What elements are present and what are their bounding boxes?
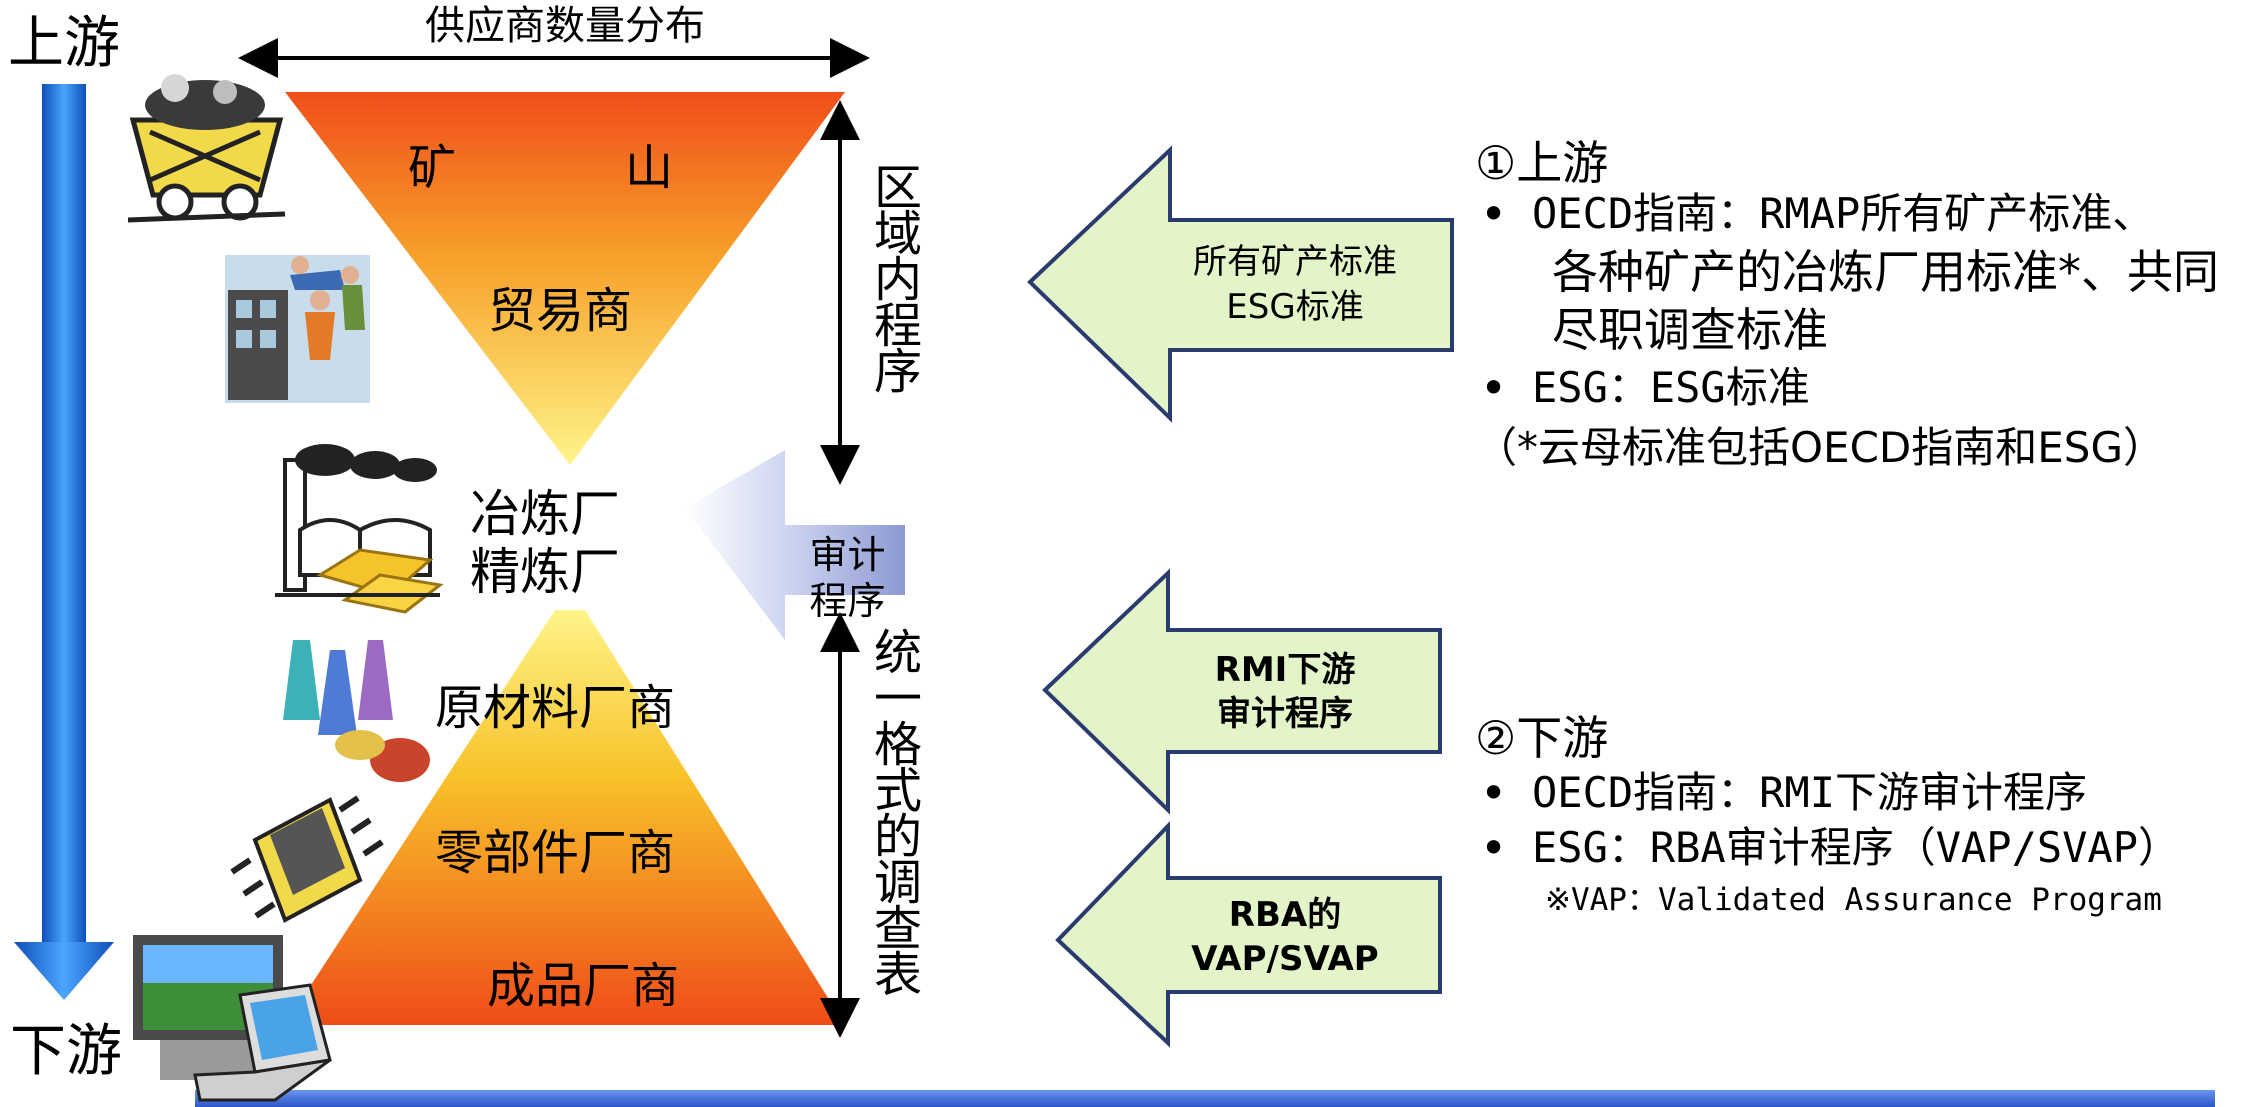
supplier-count-label: 供应商数量分布 xyxy=(425,3,705,49)
upstream-bullet1-line2: 各种矿产的冶炼厂用标准*、共同 xyxy=(1552,245,2219,299)
downstream-bullet2-dot: • xyxy=(1480,821,1508,875)
rmi-downstream-line2: 审计程序 xyxy=(1217,694,1353,734)
mine-label-b: 山 xyxy=(625,140,674,196)
upstream-notes-heading: ①上游 xyxy=(1475,136,1609,190)
upstream-standards-line1: 所有矿产标准 xyxy=(1193,242,1397,282)
components-label: 零部件厂商 xyxy=(435,825,676,881)
downstream-notes-heading: ②下游 xyxy=(1475,711,1609,765)
upper-funnel xyxy=(285,92,845,465)
upstream-standards-line2: ESG标准 xyxy=(1226,287,1364,327)
downstream-footnote: ※VAP：Validated Assurance Program xyxy=(1545,882,2162,918)
rba-line2: VAP/SVAP xyxy=(1191,939,1379,979)
mine-label-a: 矿 xyxy=(408,140,457,196)
smelter-label: 冶炼厂 xyxy=(470,485,620,543)
upstream-footnote: （*云母标准包括OECD指南和ESG） xyxy=(1475,423,2166,472)
rba-arrow xyxy=(1055,821,1442,1048)
unified-survey-label: 统一格式的调查表 xyxy=(873,625,922,1003)
computer-icon xyxy=(133,935,332,1102)
rmi-downstream-line1: RMI下游 xyxy=(1214,650,1356,690)
raw-materials-label: 原材料厂商 xyxy=(435,680,676,736)
finished-goods-label: 成品厂商 xyxy=(487,958,680,1014)
bottom-bar xyxy=(195,1090,2215,1107)
downstream-bullet1-dot: • xyxy=(1480,766,1508,820)
rba-line1: RBA的 xyxy=(1228,895,1342,935)
downstream-bullet2: ESG：RBA审计程序（VAP/SVAP） xyxy=(1532,823,2181,872)
audit-arrow-line1: 审计 xyxy=(809,533,886,577)
upstream-bullet1-line1: OECD指南：RMAP所有矿产标准、 xyxy=(1532,189,2155,238)
audit-arrow-line2: 程序 xyxy=(809,579,886,623)
rmi-downstream-arrow xyxy=(1042,568,1442,815)
mine-cart-icon xyxy=(127,74,286,223)
refinery-label: 精炼厂 xyxy=(470,543,620,601)
lower-funnel xyxy=(285,610,845,1025)
audit-arrow xyxy=(685,450,905,640)
downstream-bullet1: OECD指南：RMI下游审计程序 xyxy=(1532,768,2088,817)
traders-label: 贸易商 xyxy=(487,283,632,339)
upstream-standards-arrow xyxy=(1027,145,1454,423)
upstream-bullet2-dot: • xyxy=(1480,361,1508,415)
upstream-label: 上游 xyxy=(8,11,120,76)
smelter-icon xyxy=(275,444,444,614)
regional-program-label: 区域内程序 xyxy=(873,160,922,400)
upstream-downstream-arrow xyxy=(14,84,114,1000)
raw-materials-icon xyxy=(283,640,430,782)
downstream-label: 下游 xyxy=(10,1019,122,1084)
upstream-bullet1-line3: 尽职调查标准 xyxy=(1552,303,1828,357)
traders-icon xyxy=(225,255,370,403)
upstream-bullet1-dot: • xyxy=(1480,187,1508,241)
upstream-bullet2: ESG：ESG标准 xyxy=(1532,363,1810,412)
components-chip-icon xyxy=(230,795,384,923)
